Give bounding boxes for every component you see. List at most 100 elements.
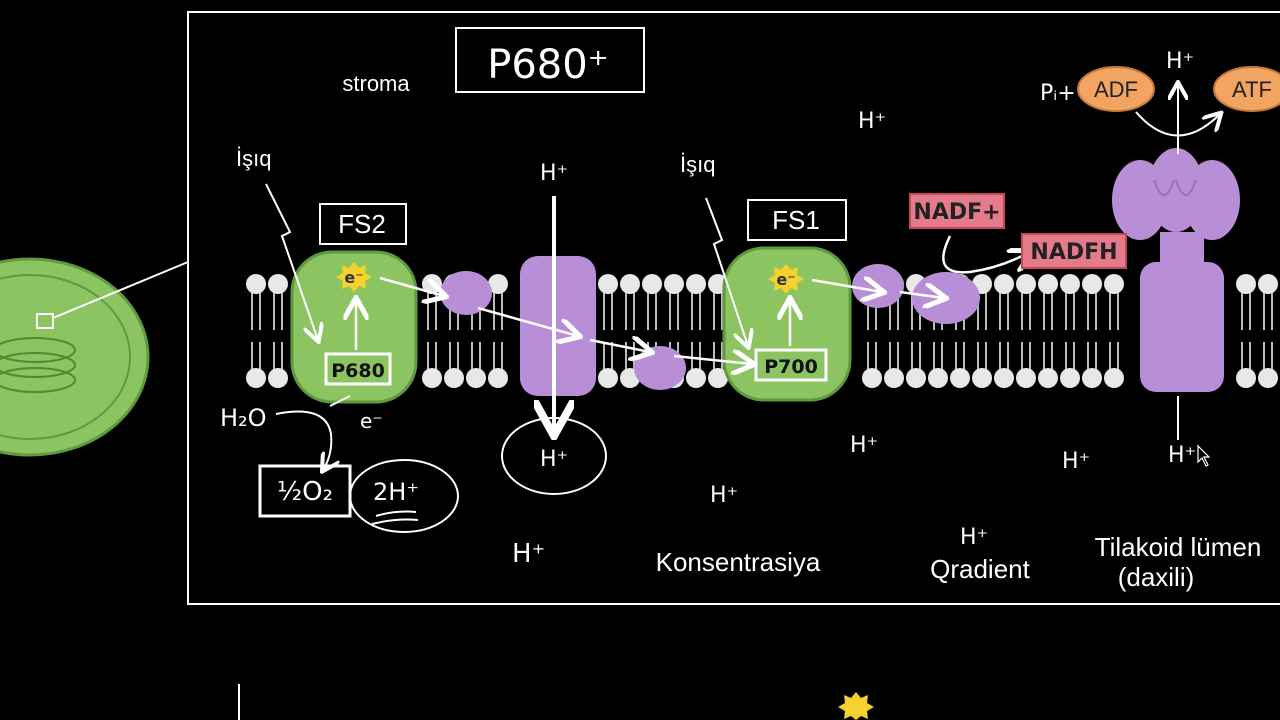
electron-label: e⁻ xyxy=(344,268,363,287)
lipid-head xyxy=(1016,274,1036,294)
proton-label: H⁺ xyxy=(858,109,886,134)
lipid-head xyxy=(1082,274,1102,294)
light-label: İşıq xyxy=(680,152,715,177)
lipid-head xyxy=(1038,368,1058,388)
zoom-marker xyxy=(36,313,54,329)
cursor-icon xyxy=(1197,444,1211,467)
fs1-label: FS1 xyxy=(772,205,820,235)
scribble xyxy=(371,510,419,525)
gradient-label: Qradient xyxy=(930,554,1030,584)
lipid-head xyxy=(444,368,464,388)
lipid-head xyxy=(598,274,618,294)
adf-label: ADF xyxy=(1094,77,1138,102)
lipid-head xyxy=(1104,274,1124,294)
lipid-head xyxy=(1258,274,1278,294)
lipid-head xyxy=(928,368,948,388)
proton-label: H⁺ xyxy=(540,447,568,472)
lipid-head xyxy=(994,274,1014,294)
p680-label: P680 xyxy=(331,360,385,382)
proton-label: H⁺ xyxy=(1168,443,1196,468)
water-split-arrow xyxy=(275,410,331,471)
proton-label: H⁺ xyxy=(850,433,878,458)
proton-label: H⁺ xyxy=(512,539,545,569)
proton-label: H⁺ xyxy=(1062,449,1090,474)
lipid-head xyxy=(1104,368,1124,388)
p680-box xyxy=(324,352,392,386)
nadfh-label: NADFH xyxy=(1030,240,1117,265)
chloroplast-icon xyxy=(0,257,189,457)
lipid-head xyxy=(1060,368,1080,388)
lumen-sublabel: (daxili) xyxy=(1118,562,1195,592)
lipid-head xyxy=(862,368,882,388)
electron-label: e⁻ xyxy=(776,270,795,289)
zoom-frame xyxy=(187,11,1280,605)
p680-plus-box xyxy=(455,27,645,93)
concentration-label: Konsentrasiya xyxy=(656,547,821,577)
lipid-head xyxy=(268,368,288,388)
proton-label: H⁺ xyxy=(710,483,738,508)
lipid-head xyxy=(246,368,266,388)
lipid-head xyxy=(422,368,442,388)
p700-label: P700 xyxy=(764,356,818,378)
fs2-box xyxy=(319,203,407,245)
atf-badge xyxy=(1213,66,1280,112)
stroma-label: stroma xyxy=(342,71,410,96)
lipid-head xyxy=(884,368,904,388)
p700-box xyxy=(754,348,828,382)
fs1-box xyxy=(747,199,847,241)
p680-plus-label: P680⁺ xyxy=(487,42,609,88)
fs2-label: FS2 xyxy=(338,209,386,239)
lumen-label: Tilakoid lümen xyxy=(1095,532,1262,562)
lipid-head xyxy=(1082,368,1102,388)
lipid-head xyxy=(994,368,1014,388)
lipid-head xyxy=(620,274,640,294)
nadf-plus-box xyxy=(909,193,1005,229)
phosphate-label: Pᵢ+ xyxy=(1040,81,1076,106)
lipid-head xyxy=(1016,368,1036,388)
lipid-head xyxy=(972,368,992,388)
lipid-head xyxy=(246,274,266,294)
proton-label: H⁺ xyxy=(960,525,988,550)
two-protons-label: 2H⁺ xyxy=(373,478,419,506)
light-label: İşıq xyxy=(236,146,271,171)
lipid-head xyxy=(686,368,706,388)
lipid-head xyxy=(488,274,508,294)
light-arrow xyxy=(265,183,318,340)
lipid-head xyxy=(1060,274,1080,294)
plastocyanin xyxy=(634,346,686,390)
lipid-head xyxy=(642,274,662,294)
proton-circle xyxy=(349,459,459,533)
lipid-head xyxy=(1236,274,1256,294)
electron-icon: e⁻ xyxy=(336,262,372,292)
cytochrome-complex xyxy=(520,256,596,396)
zoom-line xyxy=(52,261,189,319)
atp-synthase xyxy=(1112,148,1240,392)
lipid-head xyxy=(906,368,926,388)
ferredoxin xyxy=(852,264,904,308)
oxygen-label: ½O₂ xyxy=(277,477,333,507)
adf-badge xyxy=(1077,66,1155,112)
atf-label: ATF xyxy=(1232,77,1272,102)
lipid-head xyxy=(488,368,508,388)
lipid-head xyxy=(708,368,728,388)
electron-icon: e⁻ xyxy=(768,264,804,294)
nadfh-box xyxy=(1021,233,1127,269)
electron-label: e⁻ xyxy=(360,409,383,433)
proton-label: H⁺ xyxy=(540,161,568,186)
light-arrow xyxy=(705,197,748,346)
lipid-head xyxy=(1236,368,1256,388)
proton-label: H⁺ xyxy=(1166,49,1194,74)
lipid-head xyxy=(686,274,706,294)
electron-path xyxy=(356,235,1030,364)
lumen-proton-circle xyxy=(501,417,607,495)
lipid-head xyxy=(598,368,618,388)
plastoquinone xyxy=(440,271,492,315)
lipid-head xyxy=(1258,368,1278,388)
lipid-head xyxy=(950,368,970,388)
nadf-plus-label: NADF+ xyxy=(913,200,1000,225)
water-label: H₂O xyxy=(220,404,267,432)
electron-icon xyxy=(838,692,874,720)
nadp-reductase xyxy=(912,272,980,324)
lipid-head xyxy=(268,274,288,294)
